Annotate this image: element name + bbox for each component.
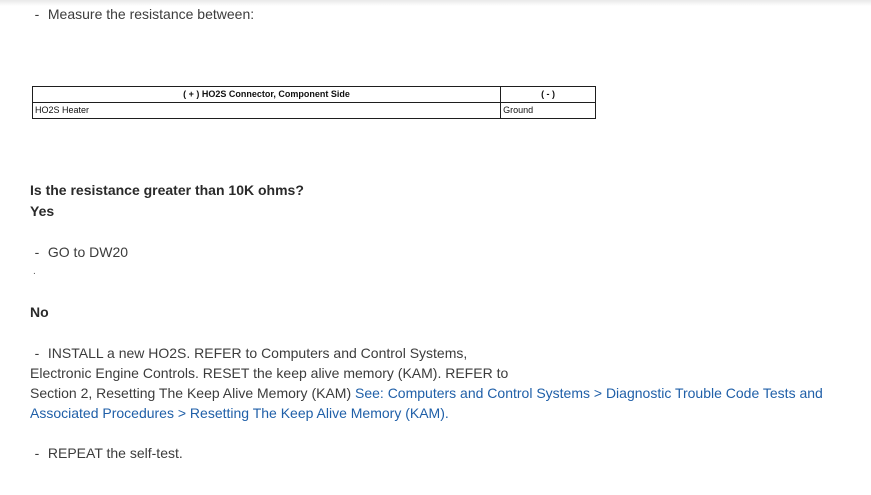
yes-action-text: GO to DW20	[47, 244, 129, 260]
procedure-link-line2: Associated Procedures > Resetting The Ke…	[30, 405, 449, 421]
table-cell-component: HO2S Heater	[31, 102, 502, 119]
no-action-text-3: Section 2, Resetting The Keep Alive Memo…	[30, 385, 352, 401]
separator-dot: .	[33, 266, 36, 277]
table-header-negative: ( - )	[500, 86, 596, 103]
bullet-marker: -	[34, 6, 40, 22]
bullet-marker: -	[34, 445, 40, 461]
bullet-marker: -	[34, 244, 40, 260]
no-action-text-1: INSTALL a new HO2S. REFER to Computers a…	[47, 345, 468, 361]
no-label: No	[30, 304, 49, 320]
procedure-link-part2[interactable]: Associated Procedures > Resetting The Ke…	[30, 405, 449, 421]
measure-text: Measure the resistance between:	[47, 6, 255, 22]
procedure-link-part1[interactable]: See: Computers and Control Systems > Dia…	[355, 385, 823, 401]
yes-action: - GO to DW20	[30, 244, 128, 260]
yes-label: Yes	[30, 203, 55, 219]
no-action-line3: Section 2, Resetting The Keep Alive Memo…	[30, 385, 823, 401]
repeat-action: - REPEAT the self-test.	[30, 445, 183, 461]
resistance-question: Is the resistance greater than 10K ohms?	[30, 182, 304, 198]
resistance-table: ( + ) HO2S Connector, Component Side ( -…	[31, 86, 596, 119]
no-action-line1: - INSTALL a new HO2S. REFER to Computers…	[30, 345, 468, 361]
measure-instruction: - Measure the resistance between:	[30, 6, 254, 22]
table-cell-ground: Ground	[500, 102, 596, 119]
no-action-line2: Electronic Engine Controls. RESET the ke…	[30, 365, 509, 381]
table-header-row: ( + ) HO2S Connector, Component Side ( -…	[31, 86, 596, 103]
table-header-positive: ( + ) HO2S Connector, Component Side	[31, 86, 502, 103]
bullet-marker: -	[34, 345, 40, 361]
table-row: HO2S Heater Ground	[31, 102, 596, 119]
top-shadow	[0, 0, 871, 6]
repeat-action-text: REPEAT the self-test.	[47, 445, 183, 461]
